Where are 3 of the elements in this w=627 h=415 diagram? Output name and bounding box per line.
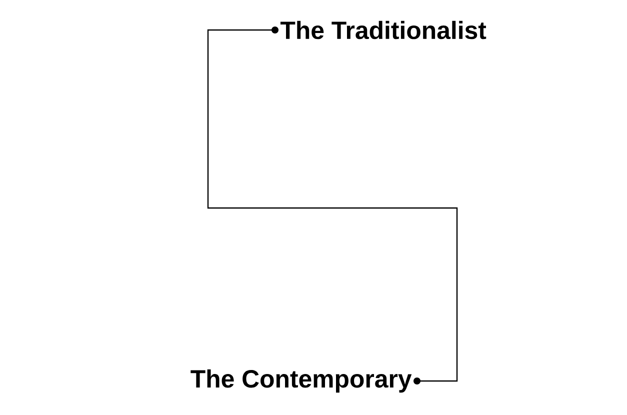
connector-line — [207, 26, 458, 384]
label-text: The Traditionalist — [280, 20, 486, 40]
label-text: The Contemporary — [190, 369, 412, 393]
